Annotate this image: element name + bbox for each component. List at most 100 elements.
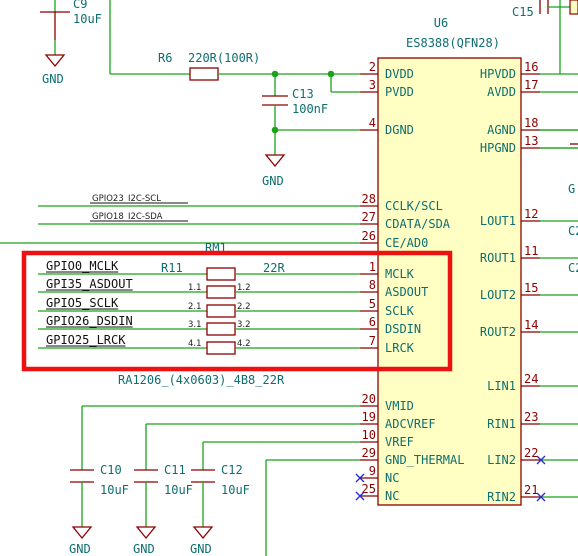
gnd-label-c11: GND bbox=[133, 542, 155, 556]
u6-right-pin-number: 11 bbox=[524, 244, 538, 258]
c10-ref: C10 bbox=[100, 463, 122, 477]
rm1-pin-label-right: 3.2 bbox=[237, 320, 251, 330]
c12-ref: C12 bbox=[221, 463, 243, 477]
net-label-mclk: GPIO0_MCLK bbox=[46, 259, 119, 273]
c10-value: 10uF bbox=[100, 483, 129, 497]
u6-right-pin-number: 14 bbox=[524, 318, 538, 332]
u6-right-pin-number: 23 bbox=[524, 410, 538, 424]
u6-left-pin-name: CE/AD0 bbox=[385, 236, 428, 250]
partial-label-c2a: C2 bbox=[568, 224, 578, 238]
u6-right-pin-name: LOUT1 bbox=[480, 214, 516, 228]
net-label-scl: GPIO23_I2C-SCL bbox=[92, 194, 161, 204]
u6-right-pin-number: 15 bbox=[524, 281, 538, 295]
u6-right-pin-number: 22 bbox=[524, 446, 538, 460]
u6-left-pin-name: CDATA/SDA bbox=[385, 217, 451, 231]
c11-ref: C11 bbox=[164, 463, 186, 477]
u6-left-pin-name: SCLK bbox=[385, 304, 415, 318]
rm1-resistor-element bbox=[206, 341, 236, 355]
u6-left-pin-name: DSDIN bbox=[385, 322, 421, 336]
rm1-footprint: RA1206_(4x0603)_4B8_22R bbox=[118, 373, 285, 387]
capacitor-c9: C9 10uF GND bbox=[40, 0, 102, 86]
u6-left-pin-number: 27 bbox=[362, 210, 376, 224]
net-label-sclk: GPIO5_SCLK bbox=[46, 296, 119, 310]
u6-right-pin-name: LOUT2 bbox=[480, 288, 516, 302]
c13-ref: C13 bbox=[292, 87, 314, 101]
rm1-pin-label-right: 4.2 bbox=[237, 339, 251, 349]
nc-markers-right bbox=[536, 455, 546, 502]
net-label-asdout: GPI35_ASDOUT bbox=[46, 277, 133, 291]
c9-value: 10uF bbox=[73, 12, 102, 26]
u6-left-pin-number: 29 bbox=[362, 446, 376, 460]
u6-left-pin-name: NC bbox=[385, 471, 399, 485]
u6-right-pin-number: 13 bbox=[524, 134, 538, 148]
rm1-pin-label-right: 1.2 bbox=[237, 283, 251, 293]
u6-right-pin-number: 18 bbox=[524, 116, 538, 130]
u6-left-pin-name: CCLK/SCL bbox=[385, 199, 443, 213]
u6-right-pin-number: 12 bbox=[524, 207, 538, 221]
u6-left-pin-name: DGND bbox=[385, 123, 414, 137]
u6-right-pin-name: ROUT2 bbox=[480, 325, 516, 339]
u6-left-pin-number: 3 bbox=[369, 78, 376, 92]
gnd-label-c10: GND bbox=[69, 542, 91, 556]
c12-value: 10uF bbox=[221, 483, 250, 497]
u6-right-pin-number: 21 bbox=[524, 483, 538, 497]
u6-right-pin-number: 16 bbox=[524, 60, 538, 74]
u6-left-pin-number: 6 bbox=[369, 315, 376, 329]
u6-value: ES8388(QFN28) bbox=[406, 36, 500, 50]
u6-ref: U6 bbox=[434, 16, 448, 30]
u6-left-pin-number: 7 bbox=[369, 334, 376, 348]
u6-left-pin-number: 9 bbox=[369, 464, 376, 478]
u6-right-pin-name: RIN2 bbox=[487, 490, 516, 504]
nc-markers-left bbox=[355, 473, 365, 501]
u6-left-pin-number: 8 bbox=[369, 278, 376, 292]
net-label-dsdin: GPIO26_DSDIN bbox=[46, 314, 133, 328]
rm1-pin-label-left: 3.1 bbox=[188, 320, 202, 330]
net-label-sda: GPIO18_I2C-SDA bbox=[92, 212, 163, 222]
u6-left-pin-number: 2 bbox=[369, 60, 376, 74]
u6-left-pin-name: GND_THERMAL bbox=[385, 453, 464, 467]
u6-left-pin-number: 25 bbox=[362, 482, 376, 496]
u6-left-pin-name: NC bbox=[385, 489, 399, 503]
rm1-pin-label-right: 2.2 bbox=[237, 302, 251, 312]
capacitor-c15: C15 bbox=[512, 0, 578, 74]
gnd-label-c13: GND bbox=[262, 174, 284, 188]
capacitor-c12: C12 10uF GND bbox=[190, 463, 250, 556]
c13-value: 100nF bbox=[292, 102, 328, 116]
u6-left-pin-name: VMID bbox=[385, 399, 414, 413]
resistor-array-rm1: RM1 R11 22R RA1206_(4x0603)_4B8_22R GPIO… bbox=[38, 241, 360, 387]
u6-left-pin-number: 19 bbox=[362, 410, 376, 424]
u6-right-pin-name: LIN1 bbox=[487, 379, 516, 393]
u6-left-pin-number: 26 bbox=[362, 229, 376, 243]
capacitor-c13: C13 100nF GND bbox=[262, 74, 328, 188]
u6-right-pin-name: RIN1 bbox=[487, 417, 516, 431]
r6-value: 220R(100R) bbox=[188, 51, 260, 65]
rm1-resistor-element bbox=[206, 267, 236, 281]
u6-right-pins: 16HPVDD17AVDD18AGND13HPGND12LOUT111ROUT1… bbox=[480, 60, 578, 504]
rm1-value: 22R bbox=[263, 261, 285, 275]
i2c-nets: GPIO23_I2C-SCL GPIO18_I2C-SDA bbox=[0, 194, 360, 244]
bias-wires bbox=[81, 405, 360, 556]
c11-value: 10uF bbox=[164, 483, 193, 497]
partial-label-c2b: C2 bbox=[568, 261, 578, 275]
u6-left-pin-name: ASDOUT bbox=[385, 285, 428, 299]
u6-right-pin-name: AVDD bbox=[487, 85, 516, 99]
u6-right-pin-name: AGND bbox=[487, 123, 516, 137]
u6-left-pin-name: VREF bbox=[385, 435, 414, 449]
u6-right-pin-number: 17 bbox=[524, 78, 538, 92]
capacitor-c11: C11 10uF GND bbox=[133, 463, 193, 556]
u6-left-pin-name: ADCVREF bbox=[385, 417, 436, 431]
u6-left-pin-name: PVDD bbox=[385, 85, 414, 99]
partial-label-g: G bbox=[568, 182, 575, 196]
u6-left-pin-number: 20 bbox=[362, 392, 376, 406]
u6-left-pin-number: 5 bbox=[369, 297, 376, 311]
rm1-pin-label-left: 1.1 bbox=[188, 283, 202, 293]
highlight-box bbox=[21, 250, 453, 372]
u6-right-pin-name: ROUT1 bbox=[480, 251, 516, 265]
gnd-label-c9: GND bbox=[42, 72, 64, 86]
rm1-pin-label-left: 2.1 bbox=[188, 302, 202, 312]
gnd-label-c12: GND bbox=[190, 542, 212, 556]
net-label-lrck: GPIO25_LRCK bbox=[46, 333, 126, 347]
rm1-pin-label-left: 4.1 bbox=[188, 339, 202, 349]
